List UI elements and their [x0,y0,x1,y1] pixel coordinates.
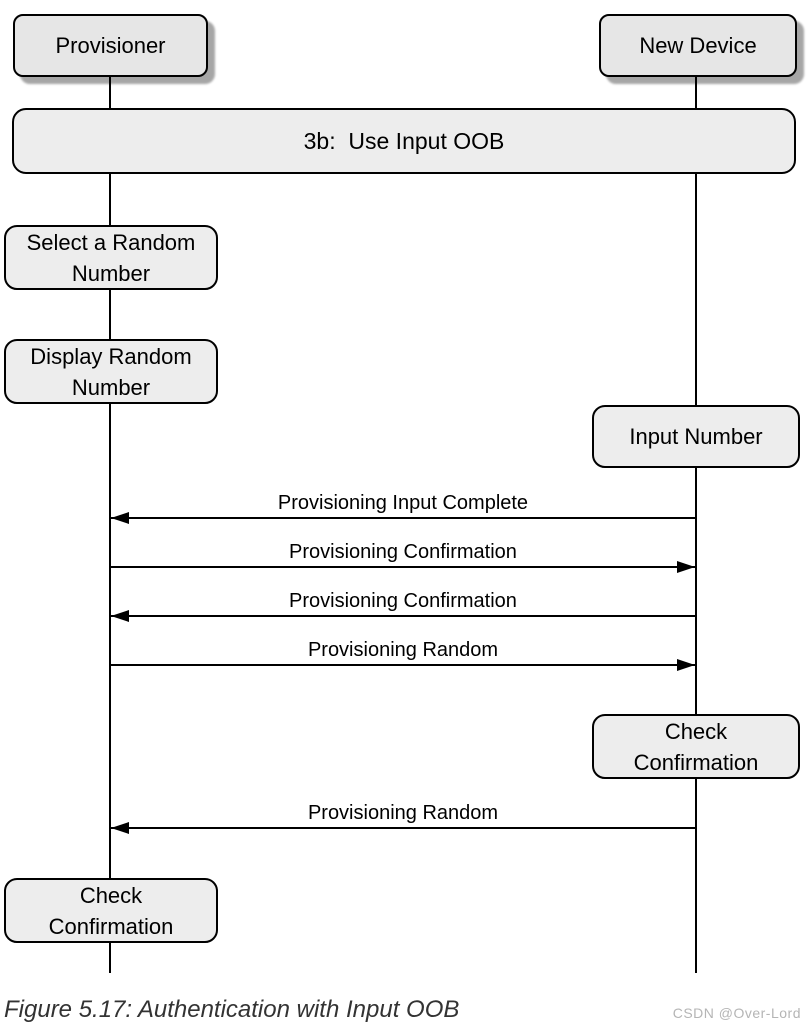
message-5-arrow-line [110,827,696,829]
message-4-label: Provisioning Random [307,639,499,661]
message-5-label: Provisioning Random [307,802,499,824]
actor-label-new-device: New Device [639,32,757,58]
action-box-check-confirmation-new-device: Check Confirmation [592,714,800,779]
lifeline-provisioner [109,76,111,973]
action-box-check-confirmation-provisioner: Check Confirmation [4,878,218,943]
action-box-select-random-number: Select a Random Number [4,225,218,290]
action-label: Input Number [629,424,763,449]
actor-box-new-device: New Device [599,14,797,77]
message-3-arrowhead-left-icon [111,610,129,622]
message-1-arrowhead-left-icon [111,512,129,524]
message-3-arrow-line [110,615,696,617]
message-5-arrowhead-left-icon [111,822,129,834]
action-label: Select a Random Number [26,229,196,286]
action-box-display-random-number: Display Random Number [4,339,218,404]
message-2-arrow-line [110,566,696,568]
action-label: Check Confirmation [48,882,174,939]
lifeline-new-device [695,76,697,973]
action-label: Display Random Number [30,343,192,400]
figure-caption: Figure 5.17: Authentication with Input O… [4,996,460,1023]
message-1-arrow-line [110,517,696,519]
message-2-arrowhead-right-icon [677,561,695,573]
actor-label-provisioner: Provisioner [55,32,166,58]
action-box-input-number: Input Number [592,405,800,468]
watermark: CSDN @Over-Lord [672,1005,801,1021]
message-1-label: Provisioning Input Complete [277,492,529,514]
message-3-label: Provisioning Confirmation [289,590,517,612]
message-4-arrow-line [110,664,696,666]
step-banner-label: 3b: Use Input OOB [303,127,505,154]
step-banner: 3b: Use Input OOB [12,108,796,174]
message-2-label: Provisioning Confirmation [289,541,517,563]
action-label: Check Confirmation [633,718,759,775]
actor-box-provisioner: Provisioner [13,14,208,77]
message-4-arrowhead-right-icon [677,659,695,671]
